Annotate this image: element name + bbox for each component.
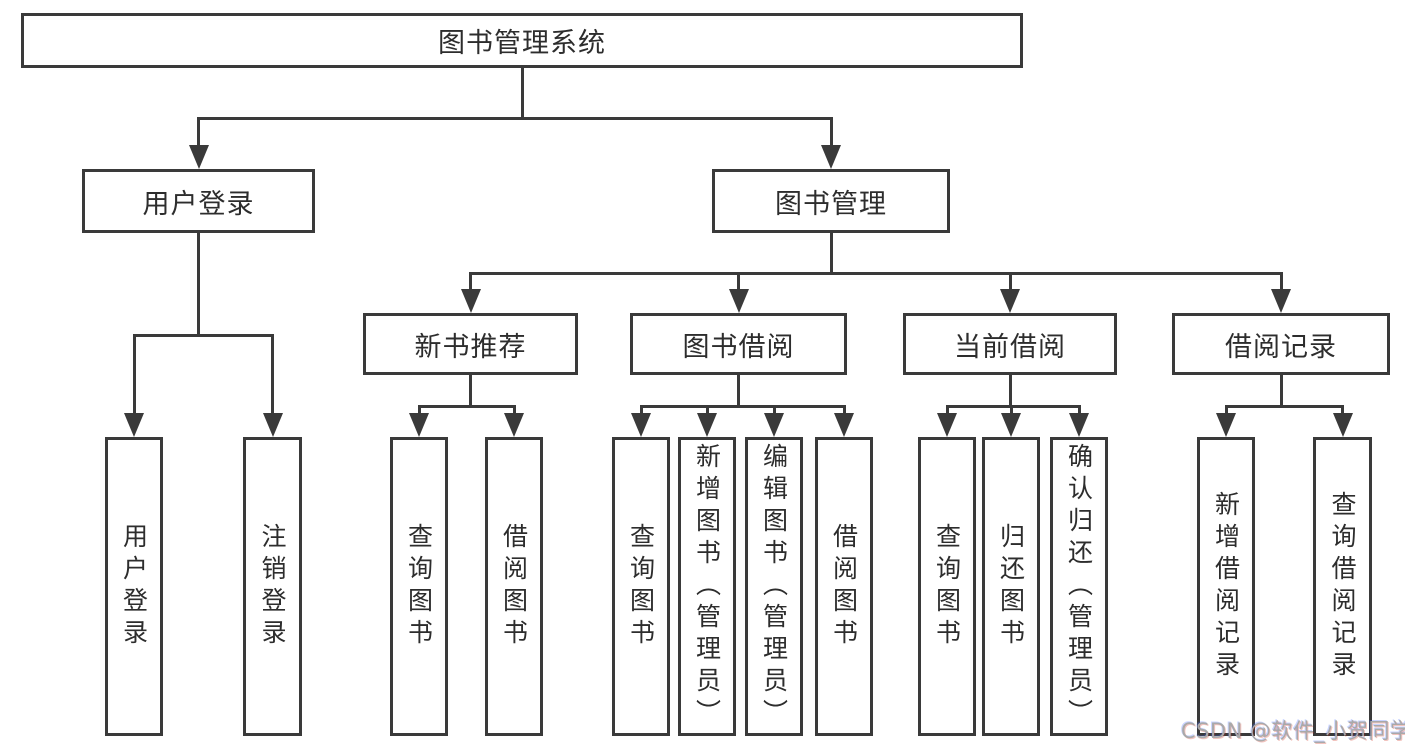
node-label-leaf-borrow-book-1: 借阅图书 xyxy=(499,522,529,651)
connector-line xyxy=(520,67,524,120)
node-label-book-management-branch: 图书管理 xyxy=(775,188,887,220)
arrow-down-icon xyxy=(262,413,283,437)
connector-line xyxy=(132,334,136,419)
connector-line xyxy=(1009,405,1013,419)
node-label-leaf-add-book: 新增图书（管理员） xyxy=(692,442,722,731)
node-leaf-logout: 注销登录 xyxy=(243,437,302,736)
connector-line xyxy=(737,272,740,295)
arrow-down-icon xyxy=(460,289,481,313)
connector-line xyxy=(1224,405,1228,419)
connector-line xyxy=(469,374,472,408)
connector-line xyxy=(705,405,709,419)
connector-line xyxy=(772,405,776,419)
connector-line xyxy=(829,232,833,275)
connector-line xyxy=(1077,405,1081,419)
arrow-down-icon xyxy=(764,413,784,437)
node-user-login-branch: 用户登录 xyxy=(82,169,315,233)
arrow-down-icon xyxy=(1001,413,1021,437)
connector-line xyxy=(1008,374,1012,408)
node-leaf-confirm-return: 确认归还（管理员） xyxy=(1050,437,1108,736)
node-leaf-borrow-book-2: 借阅图书 xyxy=(815,437,873,736)
node-label-leaf-query-book-2: 查询图书 xyxy=(626,522,656,651)
node-label-leaf-query-borrow-record: 查询借阅记录 xyxy=(1328,490,1357,683)
node-leaf-add-book: 新增图书（管理员） xyxy=(678,437,736,736)
arrow-down-icon xyxy=(1000,289,1020,313)
node-label-leaf-return-book: 归还图书 xyxy=(996,522,1026,651)
node-label-new-book-recommend: 新书推荐 xyxy=(414,331,527,363)
node-label-leaf-borrow-book-2: 借阅图书 xyxy=(829,522,859,651)
arrow-down-icon xyxy=(188,145,209,169)
connector-line xyxy=(132,334,274,337)
connector-line xyxy=(512,405,516,419)
node-label-leaf-confirm-return: 确认归还（管理员） xyxy=(1064,442,1094,731)
arrow-down-icon xyxy=(728,289,749,313)
node-leaf-query-book-3: 查询图书 xyxy=(918,437,976,736)
node-leaf-user-login: 用户登录 xyxy=(105,437,163,736)
node-leaf-return-book: 归还图书 xyxy=(982,437,1040,736)
arrow-down-icon xyxy=(697,413,717,437)
connector-line xyxy=(945,405,1081,408)
node-label-leaf-user-login: 用户登录 xyxy=(119,522,149,651)
node-label-leaf-edit-book: 编辑图书（管理员） xyxy=(759,442,789,731)
arrow-down-icon xyxy=(1271,289,1291,313)
arrow-down-icon xyxy=(631,413,651,437)
connector-line xyxy=(469,272,472,295)
node-book-borrow: 图书借阅 xyxy=(630,313,847,375)
node-leaf-query-book-1: 查询图书 xyxy=(390,437,448,736)
connector-line xyxy=(1341,405,1344,419)
connector-line xyxy=(945,405,949,419)
connector-line xyxy=(737,374,740,408)
connector-line xyxy=(197,117,200,151)
node-label-leaf-add-borrow-record: 新增借阅记录 xyxy=(1211,490,1241,683)
arrow-down-icon xyxy=(409,413,429,437)
node-label-borrow-records: 借阅记录 xyxy=(1225,331,1337,363)
connector-line xyxy=(197,117,833,120)
connector-line xyxy=(417,405,421,419)
node-root: 图书管理系统 xyxy=(21,13,1023,68)
arrow-down-icon xyxy=(937,413,957,437)
node-leaf-query-book-2: 查询图书 xyxy=(612,437,670,736)
connector-line xyxy=(271,334,274,419)
arrow-down-icon xyxy=(504,413,524,437)
node-current-borrow: 当前借阅 xyxy=(903,313,1117,375)
connector-line xyxy=(197,232,200,337)
connector-line xyxy=(829,117,833,151)
node-new-book-recommend: 新书推荐 xyxy=(363,313,578,375)
node-leaf-add-borrow-record: 新增借阅记录 xyxy=(1197,437,1255,736)
connector-line xyxy=(1279,374,1283,408)
connector-line xyxy=(842,405,846,419)
node-label-leaf-query-book-3: 查询图书 xyxy=(932,522,962,651)
node-label-user-login-branch: 用户登录 xyxy=(142,188,255,220)
node-leaf-borrow-book-1: 借阅图书 xyxy=(485,437,543,736)
node-leaf-query-borrow-record: 查询借阅记录 xyxy=(1313,437,1372,736)
node-label-root: 图书管理系统 xyxy=(438,28,606,59)
node-book-management-branch: 图书管理 xyxy=(712,169,950,233)
arrow-down-icon xyxy=(1332,413,1353,437)
arrow-down-icon xyxy=(834,413,854,437)
connector-line xyxy=(469,272,1283,275)
connector-line xyxy=(639,405,846,408)
node-label-book-borrow: 图书借阅 xyxy=(682,331,795,363)
connector-line xyxy=(639,405,643,419)
arrow-down-icon xyxy=(1216,413,1236,437)
csdn-watermark: CSDN @软件_小贺同学 xyxy=(1181,719,1405,743)
connector-line xyxy=(1224,405,1344,408)
node-borrow-records: 借阅记录 xyxy=(1172,313,1390,375)
node-label-leaf-logout: 注销登录 xyxy=(258,522,287,651)
connector-line xyxy=(417,405,516,408)
node-label-current-borrow: 当前借阅 xyxy=(954,331,1066,363)
connector-line xyxy=(1008,272,1012,295)
node-leaf-edit-book: 编辑图书（管理员） xyxy=(745,437,803,736)
arrow-down-icon xyxy=(821,145,841,169)
arrow-down-icon xyxy=(124,413,144,437)
arrow-down-icon xyxy=(1069,413,1089,437)
node-label-leaf-query-book-1: 查询图书 xyxy=(404,522,434,651)
connector-line xyxy=(1279,272,1283,295)
